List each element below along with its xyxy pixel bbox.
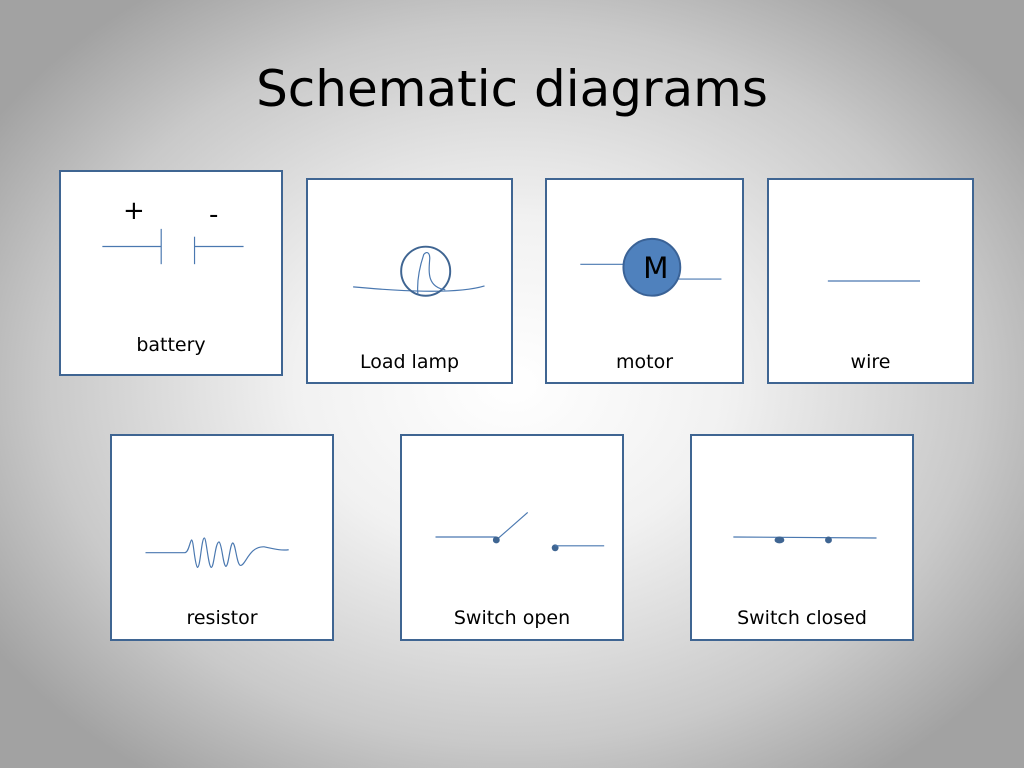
- switch-closed-card: Switch closed: [690, 434, 914, 641]
- lamp-bulb: [400, 245, 452, 297]
- lamp-card: Load lamp: [306, 178, 513, 384]
- motor-circle: [622, 237, 682, 297]
- switch-closed-symbol: [733, 536, 877, 544]
- plus-sign: +: [123, 196, 145, 226]
- minus-sign: -: [209, 200, 219, 230]
- switch-closed-line: [733, 536, 877, 539]
- resistor-label: resistor: [186, 607, 258, 629]
- wire-symbol: [827, 280, 921, 282]
- lamp-label: Load lamp: [359, 351, 460, 373]
- switch-closed-contact-right: [825, 536, 832, 544]
- switch-open-contact-left: [492, 536, 500, 544]
- battery-symbol: [102, 228, 244, 265]
- battery-label: battery: [136, 334, 206, 356]
- wire-card: wire: [767, 178, 974, 384]
- switch-closed-contact-left: [774, 536, 785, 544]
- resistor-zigzag: [145, 537, 289, 569]
- slide-title: Schematic diagrams: [256, 60, 768, 118]
- motor-symbol: M: [580, 237, 722, 297]
- motor-card: M motor: [545, 178, 744, 384]
- wire-label: wire: [850, 351, 891, 373]
- lamp-wire: [353, 285, 485, 292]
- switch-closed-label: Switch closed: [737, 607, 867, 629]
- switch-open-symbol: [435, 512, 605, 552]
- motor-letter: M: [643, 251, 668, 285]
- lamp-symbol: [353, 245, 485, 297]
- resistor-symbol: [145, 537, 289, 569]
- motor-label: motor: [615, 351, 674, 373]
- battery-card: + - battery: [59, 170, 283, 376]
- switch-open-lever: [495, 512, 529, 541]
- lamp-filament: [417, 252, 446, 294]
- resistor-card: resistor: [110, 434, 334, 641]
- switch-open-label: Switch open: [453, 607, 571, 629]
- switch-open-card: Switch open: [400, 434, 624, 641]
